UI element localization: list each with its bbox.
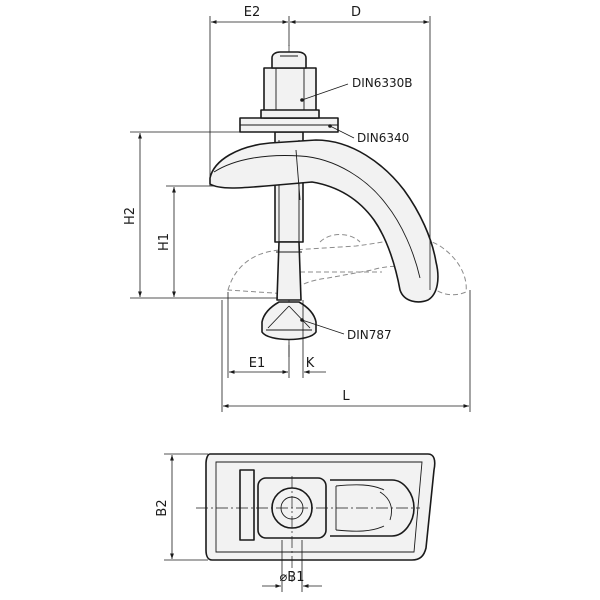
dim-e2-label: E2 <box>244 5 261 20</box>
label-din6340: DIN6340 <box>357 131 409 145</box>
t-bolt-head <box>261 301 317 341</box>
hex-nut-din6330b <box>260 51 320 119</box>
dim-h2-label: H2 <box>123 207 138 225</box>
top-view: B2 ⌀B1 <box>155 453 436 592</box>
dim-d-label: D <box>351 5 361 20</box>
label-din787: DIN787 <box>347 328 392 342</box>
dim-h1-label: H1 <box>157 233 172 251</box>
dim-b2-label: B2 <box>155 499 170 516</box>
dim-l-label: L <box>342 389 350 404</box>
label-din6330b: DIN6330B <box>352 76 413 90</box>
clamp-arm <box>209 139 439 303</box>
dim-k-label: K <box>306 356 315 371</box>
dim-e1-label: E1 <box>249 356 266 371</box>
side-view: E2 D H2 H1 E1 K L DIN6330B DIN <box>123 5 471 412</box>
dim-b1-label: ⌀B1 <box>279 570 304 585</box>
